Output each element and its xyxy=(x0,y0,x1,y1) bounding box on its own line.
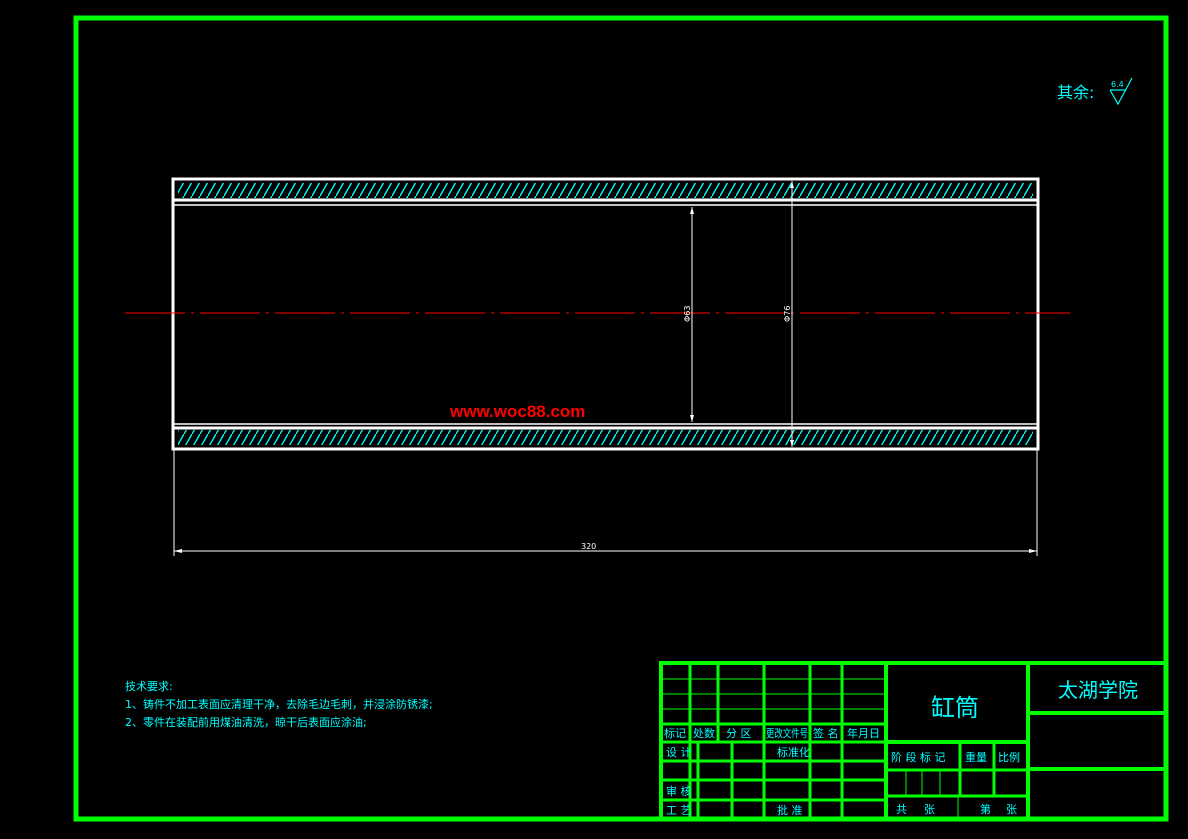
length-dimension xyxy=(173,450,1038,556)
title-block-headers: 标记 处数 分 区 更改文件号 签 名 年月日 xyxy=(664,726,880,740)
page-label: 第 xyxy=(980,802,991,816)
tech-requirement-item-1: 1、铸件不加工表面应清理干净，去除毛边毛刺，并浸涂防锈漆; xyxy=(125,697,433,711)
row-process: 工 艺 xyxy=(666,804,692,817)
cylinder-tube-part xyxy=(171,177,1040,451)
tech-requirement-item-2: 2、零件在装配前用煤油清洗，晾干后表面应涂油; xyxy=(125,715,367,729)
roughness-value: 6.4 xyxy=(1111,80,1124,89)
inner-diameter-text: Φ63 xyxy=(683,306,692,322)
school-name: 太湖学院 xyxy=(1058,678,1138,702)
outer-diameter-text: Φ76 xyxy=(783,306,792,322)
header-date: 年月日 xyxy=(847,726,880,740)
tube-outline xyxy=(171,177,1040,451)
top-wall-hatch xyxy=(178,183,1033,198)
sheets-label: 张 xyxy=(924,803,935,816)
drawing-frame xyxy=(73,15,1169,822)
tech-requirements-title: 技术要求: xyxy=(125,680,173,693)
header-change-doc: 更改文件号 xyxy=(766,726,808,740)
inner-diameter-dimension xyxy=(690,207,694,422)
row-approve: 批 准 xyxy=(777,803,803,817)
stage-mark-label: 阶 段 标 记 xyxy=(891,750,946,764)
outer-diameter-dimension xyxy=(790,181,794,447)
roughness-label: 其余: xyxy=(1057,83,1094,102)
sheets2-label: 张 xyxy=(1006,803,1017,816)
title-block xyxy=(659,661,1168,821)
header-zone: 分 区 xyxy=(726,727,752,740)
bottom-wall-hatch xyxy=(178,430,1033,445)
header-mark: 标记 xyxy=(664,726,686,740)
header-count: 处数 xyxy=(693,727,715,740)
row-standard: 标准化 xyxy=(777,745,810,759)
length-dimension-text: 320 xyxy=(581,542,596,551)
roughness-symbol-icon xyxy=(1109,77,1133,106)
part-name: 缸筒 xyxy=(931,694,979,722)
row-review: 审 核 xyxy=(666,784,692,798)
header-signature: 签 名 xyxy=(813,726,839,740)
row-design: 设 计 xyxy=(666,746,692,759)
watermark-text: www.woc88.com xyxy=(449,402,585,421)
scale-label: 比例 xyxy=(998,750,1020,764)
total-label: 共 xyxy=(896,803,907,816)
weight-label: 重量 xyxy=(965,750,987,764)
